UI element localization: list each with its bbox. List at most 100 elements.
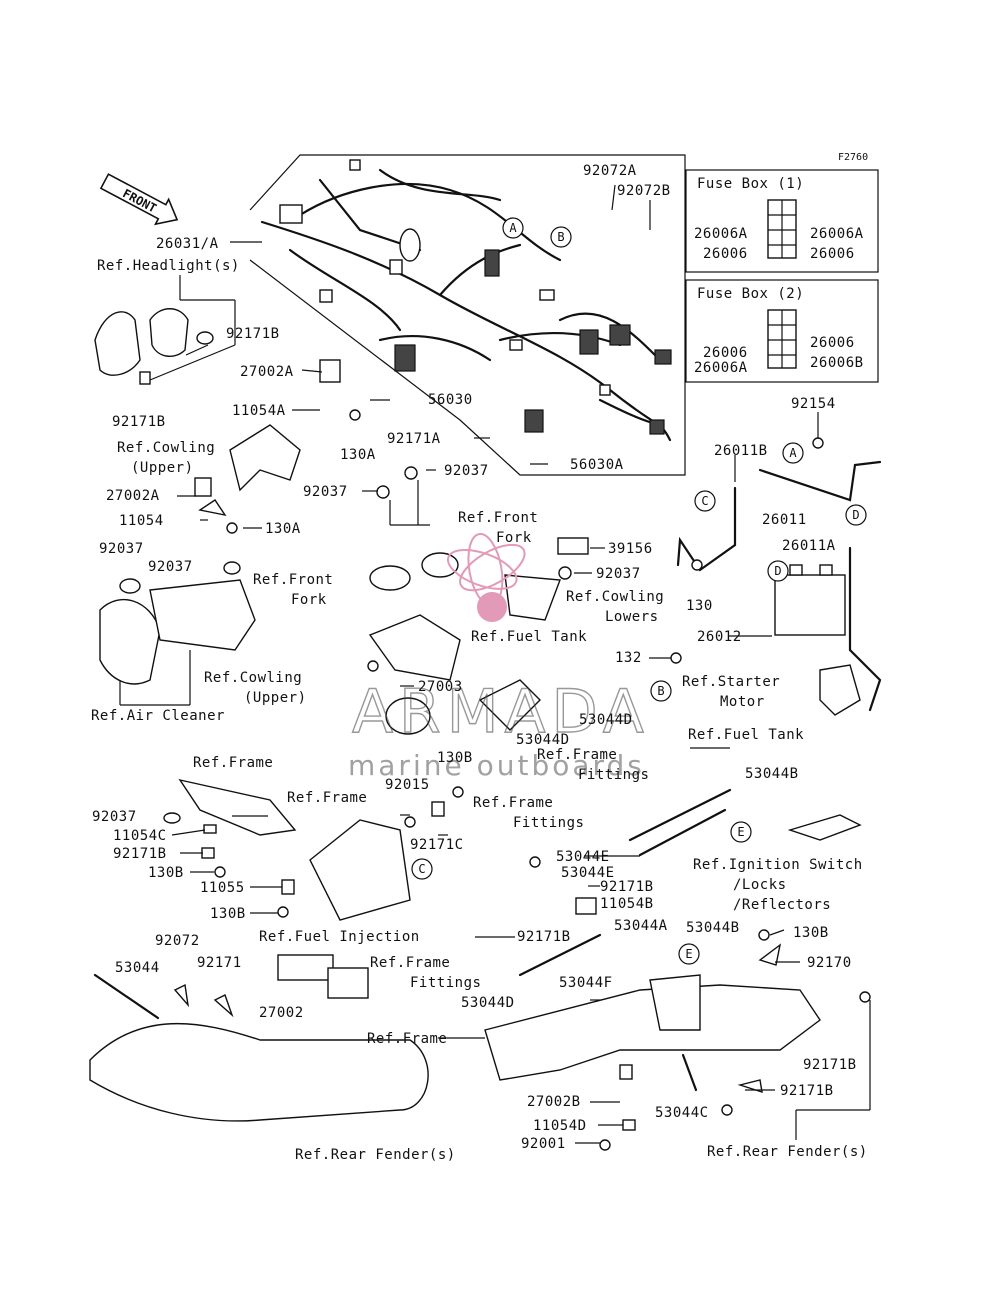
left-frame-parts [163,778,464,921]
label-ref-ignition: Ref.Ignition Switch [693,857,863,873]
label-ref-cowling-upper-a2: (Upper) [131,460,194,476]
part-labels: 92072A 92072B 26031/A Ref.Headlight(s) 9… [91,163,868,1163]
rear-fender-left [89,954,429,1122]
label-11054: 11054 [119,513,164,529]
label-ref-frame-fittings-a2: Fittings [578,767,649,783]
label-56030a: 56030A [570,457,624,473]
fuse-2-left-top: 26006 [703,345,748,361]
label-92171b-b: 92171B [112,414,166,430]
label-27003: 27003 [418,679,463,695]
label-130b-c: 130B [210,906,246,922]
label-ref-frame-a: Ref.Frame [193,755,273,771]
label-ref-frame-fittings-a: Ref.Frame [537,747,617,763]
label-11054a: 11054A [232,403,286,419]
fuse-box-1: Fuse Box (1) 26006A 26006 26006A 26006 [685,169,879,273]
front-arrow-icon: FRONT [99,173,179,226]
label-11055: 11055 [200,880,245,896]
label-ref-rear-fender-a: Ref.Rear Fender(s) [295,1147,456,1163]
figure-id: F2760 [838,152,868,163]
propeller-logo-icon [447,533,526,622]
label-27002: 27002 [259,1005,304,1021]
label-92072: 92072 [155,933,200,949]
label-92171: 92171 [197,955,242,971]
air-cleaner-cowling [99,561,256,706]
label-11054c: 11054C [113,828,167,844]
main-wiring-harness [260,159,672,442]
label-ref-cowling-lowers2: Lowers [605,609,659,625]
fuse-1-right-bottom: 26006 [810,246,855,262]
callout-e1: E [730,821,752,843]
label-ref-front-fork-b: Ref.Front [253,572,333,588]
label-ref-ignition3: /Reflectors [733,897,831,913]
label-130a-b: 130A [265,521,301,537]
label-92171b-g: 92171B [780,1083,834,1099]
fuse-1-left-bottom: 26006 [703,246,748,262]
svg-text:A: A [789,446,797,460]
label-ref-frame-fittings-c: Ref.Frame [370,955,450,971]
label-92171b-a: 92171B [226,326,280,342]
label-ref-frame-fittings-b: Ref.Frame [473,795,553,811]
label-92171b-e: 92171B [517,929,571,945]
fuse-2-left-bottom: 26006A [694,360,748,376]
battery-cables [670,437,882,716]
label-ref-fuel-injection: Ref.Fuel Injection [259,929,420,945]
label-26011a: 26011A [782,538,836,554]
label-ref-ignition2: /Locks [733,877,787,893]
fuse-1-left-top: 26006A [694,226,748,242]
label-ref-frame-fittings-b2: Fittings [513,815,584,831]
fuse-1-right-top: 26006A [810,226,864,242]
fuse-box-1-title: Fuse Box (1) [697,176,804,192]
front-fork-parts [367,466,589,735]
svg-text:C: C [418,862,425,876]
label-53044c: 53044C [655,1105,709,1121]
svg-text:E: E [685,947,692,961]
rail-parts [518,747,862,1001]
label-26011: 26011 [762,512,807,528]
label-92015: 92015 [385,777,430,793]
svg-text:B: B [657,684,664,698]
svg-text:D: D [852,508,859,522]
label-92037-a: 92037 [444,463,489,479]
label-130a-a: 130A [340,447,376,463]
label-130b-a: 130B [437,750,473,766]
fuse-2-right-bottom: 26006B [810,355,864,371]
fuse-box-2-title: Fuse Box (2) [697,286,804,302]
callout-d2: D [767,560,789,582]
label-ref-fuel-tank-b: Ref.Fuel Tank [688,727,804,743]
label-27002a-b: 27002A [106,488,160,504]
label-53044d-c: 53044D [461,995,515,1011]
label-ref-air-cleaner: Ref.Air Cleaner [91,708,225,724]
label-92001: 92001 [521,1136,566,1152]
fuse-box-2: Fuse Box (2) 26006 26006A 26006 26006B [685,279,879,383]
headlight-assembly [94,275,236,385]
callout-e2: E [678,943,700,965]
label-92171c: 92171C [410,837,464,853]
svg-text:C: C [701,494,708,508]
label-ref-starter: Ref.Starter [682,674,780,690]
callout-a1: A [502,217,524,239]
label-ref-rear-fender-b: Ref.Rear Fender(s) [707,1144,868,1160]
label-92037-f: 92037 [92,809,137,825]
label-11054d: 11054D [533,1118,587,1134]
label-ref-frame-b: Ref.Frame [287,790,367,806]
label-53044b-b: 53044B [686,920,740,936]
label-26012: 26012 [697,629,742,645]
svg-text:B: B [557,230,564,244]
label-39156: 39156 [608,541,653,557]
label-53044e-a: 53044E [556,849,610,865]
label-92072a: 92072A [583,163,637,179]
label-27002b: 27002B [527,1094,581,1110]
label-92171b-c: 92171B [113,846,167,862]
label-92072b: 92072B [617,183,671,199]
label-ref-front-fork-b2: Fork [291,592,327,608]
battery-icon [774,574,846,636]
watermark: ARMADA marine outboards [348,533,644,782]
label-92171b-f: 92171B [803,1057,857,1073]
label-92037-d: 92037 [148,559,193,575]
label-ref-front-fork-a2: Fork [496,530,532,546]
label-26031a: 26031/A [156,236,219,252]
label-53044d-a: 53044D [579,712,633,728]
label-ref-frame-fittings-c2: Fittings [410,975,481,991]
